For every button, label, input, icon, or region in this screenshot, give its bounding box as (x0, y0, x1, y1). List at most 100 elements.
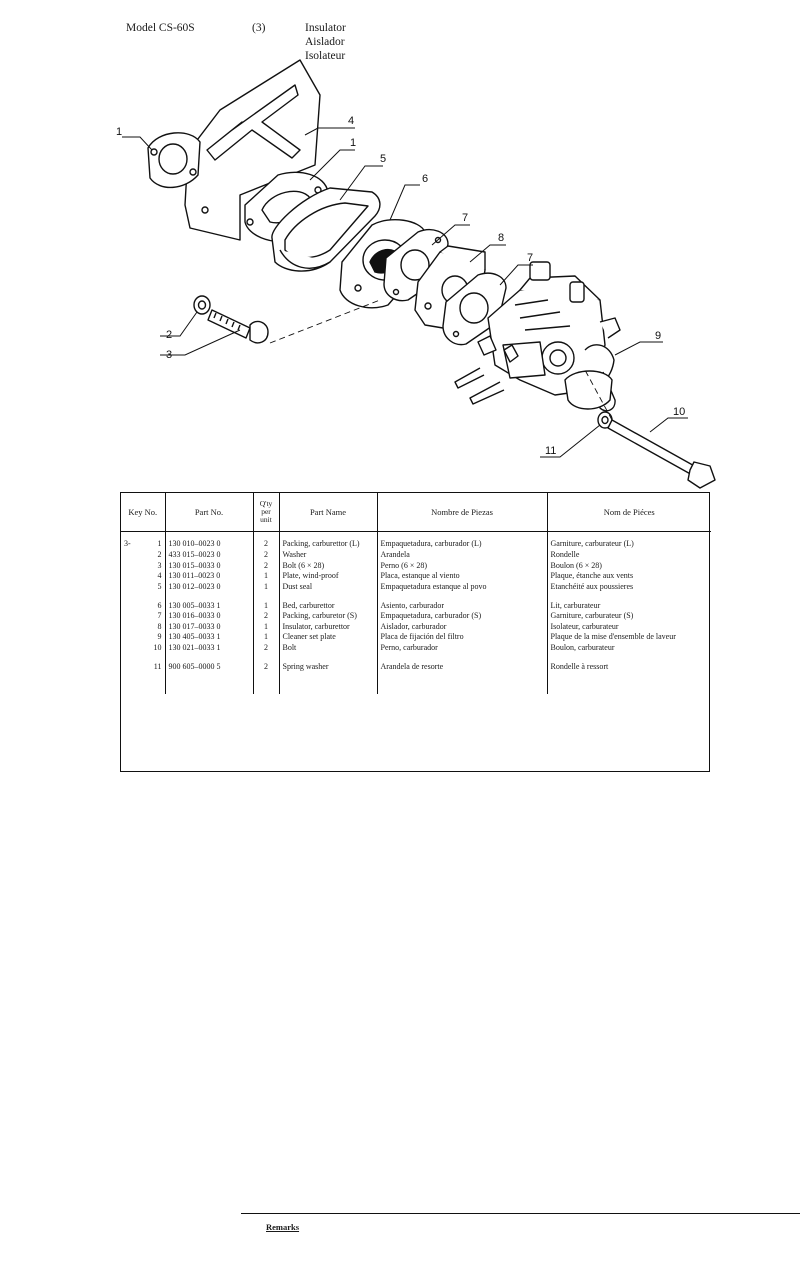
callout-5: 5 (380, 153, 386, 165)
qty-line3: unit (260, 515, 272, 524)
spacer-cell (121, 592, 166, 601)
spacer-cell (377, 592, 548, 601)
header-nombre: Nombre de Piezas (377, 493, 548, 532)
cleaner-set-plate-part (564, 370, 613, 410)
cell-nombre: Arandela (377, 550, 548, 561)
cell-part-no: 130 015–0033 0 (165, 560, 254, 572)
table-filler-row (121, 671, 711, 694)
title-french: Isolateur (305, 50, 346, 62)
cell-key: 10 (121, 642, 166, 654)
spacer-cell (377, 653, 548, 662)
filler-cell (253, 671, 280, 694)
filler-cell (377, 671, 548, 694)
cell-part-no: 900 605–0000 5 (165, 661, 254, 672)
dust-seal-part (271, 187, 381, 272)
key-number: 11 (153, 661, 162, 671)
callout-7-first: 7 (462, 212, 468, 224)
cell-nombre: Empaquetadura, carburador (S) (377, 610, 548, 622)
cell-qty: 1 (253, 632, 280, 643)
cell-part-no: 433 015–0023 0 (165, 550, 254, 561)
exploded-parts-diagram: 1 4 1 5 6 7 8 7 9 2 3 10 11 (116, 59, 716, 489)
key-number: 2 (157, 550, 162, 560)
cell-nombre: Aislador, carburador (377, 621, 548, 633)
callout-10: 10 (673, 406, 685, 418)
cell-qty: 2 (253, 560, 280, 572)
packing-left-part (147, 132, 201, 189)
cell-nom: Rondelle à ressort (550, 661, 609, 671)
washer-part (193, 295, 211, 315)
cell-key: 5 (121, 581, 166, 593)
model-label: Model CS-60S (126, 22, 195, 34)
key-number: 5 (157, 582, 162, 592)
cell-nom: Plaque de la mise d'ensemble de laveur (550, 632, 676, 642)
cell-nom: Rondelle (550, 550, 580, 560)
cell-key: 7 (121, 610, 166, 622)
cell-key: 4 (121, 571, 166, 582)
cell-part-name: Spring washer (279, 661, 378, 672)
cell-part-name: Insulator, carburettor (279, 621, 378, 633)
group-label: 3- (124, 539, 131, 548)
key-number: 1 (157, 539, 162, 548)
title-spanish: Aislador (305, 36, 345, 48)
spacer-cell (279, 592, 378, 601)
spacer-cell (547, 653, 711, 661)
cell-nom: Plaque, étanche aux vents (550, 571, 634, 581)
cell-part-name: Cleaner set plate (279, 632, 378, 643)
cell-part-no: 130 012–0023 0 (165, 581, 254, 593)
filler-cell (165, 671, 254, 694)
cell-nom: Etanchéité aux poussieres (550, 582, 634, 592)
cell-key: 11 (121, 661, 166, 672)
filler-cell (279, 671, 378, 694)
cell-key: 6 (121, 600, 166, 611)
cell-key: 8 (121, 621, 166, 633)
title-english: Insulator (305, 22, 346, 34)
cell-nombre: Placa, estanque al viento (377, 571, 548, 582)
parts-table: Key No. Part No. Q'ty per unit Part Name… (120, 492, 800, 1232)
cell-part-no: 130 010–0023 0 (165, 531, 254, 550)
cell-part-no: 130 021–0033 1 (165, 642, 254, 654)
cell-key: 3- 1 (121, 531, 166, 550)
table-spacer-row (121, 592, 711, 601)
section-number: (3) (252, 22, 266, 34)
callout-3: 3 (166, 349, 172, 361)
cell-part-name: Bolt (6 × 28) (279, 560, 378, 572)
cell-part-name: Washer (279, 550, 378, 561)
cell-part-name: Packing, carburettor (L) (279, 531, 378, 550)
cell-qty: 2 (253, 550, 280, 561)
cell-qty: 1 (253, 571, 280, 582)
cell-nombre: Asiento, carburador (377, 600, 548, 611)
spacer-cell (253, 592, 280, 601)
cell-qty: 1 (253, 600, 280, 611)
callout-9: 9 (655, 330, 661, 342)
cell-nom: Garniture, carburateur (S) (550, 611, 634, 621)
spring-washer-part (597, 411, 613, 429)
table-spacer-row (121, 653, 711, 662)
key-number: 6 (157, 600, 162, 610)
header-nom: Nom de Piéces (547, 493, 711, 532)
cell-key: 9 (121, 632, 166, 643)
cell-key: 3 (121, 560, 166, 572)
key-number: 9 (157, 632, 162, 642)
cell-qty: 1 (253, 621, 280, 633)
cell-part-no: 130 005–0033 1 (165, 600, 254, 611)
cell-nom: Isolateur, carburateur (550, 621, 619, 631)
key-number: 7 (157, 611, 162, 621)
callout-8: 8 (498, 232, 504, 244)
spacer-cell (165, 592, 254, 601)
cell-nom: Garniture, carburateur (L) (550, 539, 634, 548)
cell-nombre: Empaquetadura, carburador (L) (377, 531, 548, 550)
header-part-no: Part No. (165, 493, 254, 532)
cell-nom: Lit, carburateur (550, 600, 601, 610)
cell-part-name: Packing, carburetor (S) (279, 610, 378, 622)
callout-labels: 1 4 1 5 6 7 8 7 9 2 3 10 11 (116, 115, 685, 457)
callout-4: 4 (348, 115, 354, 127)
